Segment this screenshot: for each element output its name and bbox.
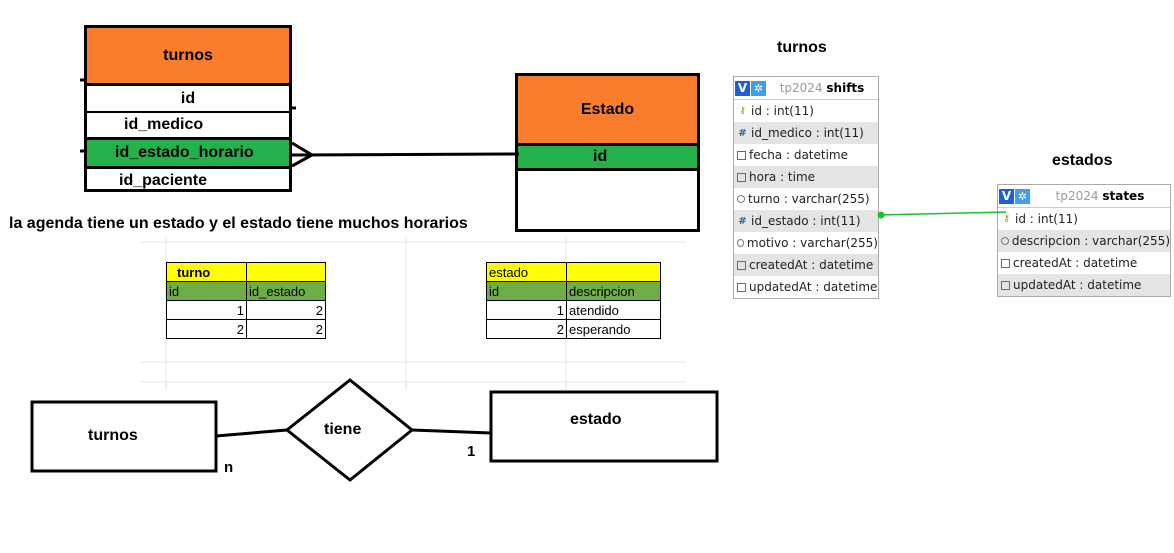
toggle-v-icon[interactable]: V	[999, 188, 1014, 204]
table-row: 1 atendido	[486, 300, 661, 320]
sheet-estado-title: estado	[486, 262, 567, 282]
relationship-line	[291, 152, 516, 157]
table-row: 1 2	[166, 300, 326, 320]
pma-column-label: id_medico : int(11)	[751, 126, 864, 140]
pma-column-row[interactable]: descripcion : varchar(255)	[998, 230, 1170, 252]
pma-shifts-header[interactable]: V ✲ tp2024 shifts	[734, 77, 878, 100]
pma-column-label: fecha : datetime	[749, 148, 849, 162]
pma-column-label: motivo : varchar(255)	[746, 236, 878, 250]
gear-icon[interactable]: ✲	[1015, 188, 1030, 204]
table-row: 2 2	[166, 319, 326, 339]
pma-column-label: id : int(11)	[1015, 212, 1078, 226]
sheet-turno-title: turno	[166, 262, 247, 282]
chen-cardinality-1: 1	[467, 443, 476, 460]
pma-column-label: updatedAt : datetime	[749, 280, 878, 294]
toggle-v-icon[interactable]: V	[735, 80, 750, 96]
sheet-turno-table: turno id id_estado 1 2 2 2	[166, 262, 326, 339]
pma-column-label: hora : time	[749, 170, 816, 184]
chen-line-left	[215, 428, 288, 438]
pma-states-table[interactable]: V ✲ tp2024 states ⚷ id : int(11) descripci…	[997, 184, 1171, 297]
pma-column-row[interactable]: fecha : datetime	[734, 144, 878, 166]
turnos-table-title: turnos	[163, 46, 213, 64]
turnos-table: turnos id id_medico id_estado_horario id…	[84, 25, 292, 192]
key-icon: ⚷	[1003, 214, 1010, 224]
sheet-estado-table: estado id descripcion 1 atendido 2 esper…	[486, 262, 661, 339]
crows-foot-line	[291, 141, 316, 168]
pma-column-row[interactable]: ⚷ id : int(11)	[734, 100, 878, 122]
text-icon	[737, 239, 744, 247]
pma-column-row[interactable]: createdAt : datetime	[998, 252, 1170, 274]
turnos-row-id-paciente: id_paciente	[119, 172, 208, 189]
turnos-table-header: turnos	[87, 28, 289, 86]
table-row: 2 esperando	[486, 319, 661, 339]
calendar-icon	[1001, 280, 1010, 290]
sheet-turno-title-blank	[246, 262, 326, 282]
pma-shifts-title: tp2024 shifts	[779, 81, 865, 95]
pma-column-row[interactable]: updatedAt : datetime	[998, 274, 1170, 296]
pma-column-row[interactable]: updatedAt : datetime	[734, 276, 878, 298]
sheet-estado-header-id: id	[486, 281, 567, 301]
pma-column-row[interactable]: # id_estado : int(11)	[734, 210, 878, 232]
states-heading: estados	[1052, 152, 1113, 169]
pma-shifts-table[interactable]: V ✲ tp2024 shifts ⚷ id : int(11) # id_medic…	[733, 76, 879, 299]
pma-column-label: turno : varchar(255)	[748, 192, 870, 206]
relation-line	[880, 211, 1007, 216]
pma-column-label: descripcion : varchar(255)	[1011, 234, 1170, 248]
gear-icon[interactable]: ✲	[751, 80, 766, 96]
turnos-row-id: id	[87, 86, 289, 113]
calendar-icon	[737, 150, 746, 160]
pma-column-row[interactable]: motivo : varchar(255)	[734, 232, 878, 254]
pma-column-label: createdAt : datetime	[1013, 256, 1138, 270]
hash-icon: #	[738, 127, 747, 139]
turnos-row-id-estado-horario: id_estado_horario	[87, 140, 289, 169]
pma-column-row[interactable]: turno : varchar(255)	[734, 188, 878, 210]
calendar-icon	[1001, 258, 1010, 268]
hash-icon: #	[738, 215, 747, 227]
sheet-estado-title-blank	[566, 262, 661, 282]
turnos-row-id-medico: id_medico	[87, 113, 289, 140]
pma-column-row[interactable]: ⚷ id : int(11)	[998, 208, 1170, 230]
estado-table-title: Estado	[580, 100, 635, 118]
estado-row-id: id	[518, 146, 697, 171]
pma-column-label: createdAt : datetime	[749, 258, 874, 272]
sheet-turno-header-id: id	[166, 281, 247, 301]
estado-table: Estado id	[515, 73, 700, 232]
pma-states-header[interactable]: V ✲ tp2024 states	[998, 185, 1170, 208]
sheet-estado-header-descripcion: descripcion	[566, 281, 661, 301]
sheet-turno-header-id-estado: id_estado	[246, 281, 326, 301]
pma-column-row[interactable]: createdAt : datetime	[734, 254, 878, 276]
pma-column-row[interactable]: hora : time	[734, 166, 878, 188]
pma-column-label: id : int(11)	[751, 104, 814, 118]
chen-relationship-label: tiene	[324, 421, 362, 438]
chen-line-right	[411, 428, 492, 435]
calendar-icon	[737, 260, 746, 270]
chen-entity-estado-label: estado	[570, 411, 622, 428]
text-icon	[1001, 237, 1009, 245]
pma-column-row[interactable]: # id_medico : int(11)	[734, 122, 878, 144]
er-note-text: la agenda tiene un estado y el estado ti…	[9, 215, 468, 232]
chen-entity-turnos-label: turnos	[88, 427, 138, 444]
pma-states-title: tp2024 states	[1055, 189, 1145, 203]
calendar-icon	[737, 282, 746, 292]
key-icon: ⚷	[739, 106, 746, 116]
chen-cardinality-n: n	[224, 459, 234, 476]
estado-table-header: Estado	[518, 76, 697, 146]
shifts-heading: turnos	[777, 39, 827, 56]
text-icon	[737, 195, 745, 203]
pma-column-label: id_estado : int(11)	[751, 214, 861, 228]
pma-column-label: updatedAt : datetime	[1013, 278, 1142, 292]
calendar-icon	[737, 172, 746, 182]
